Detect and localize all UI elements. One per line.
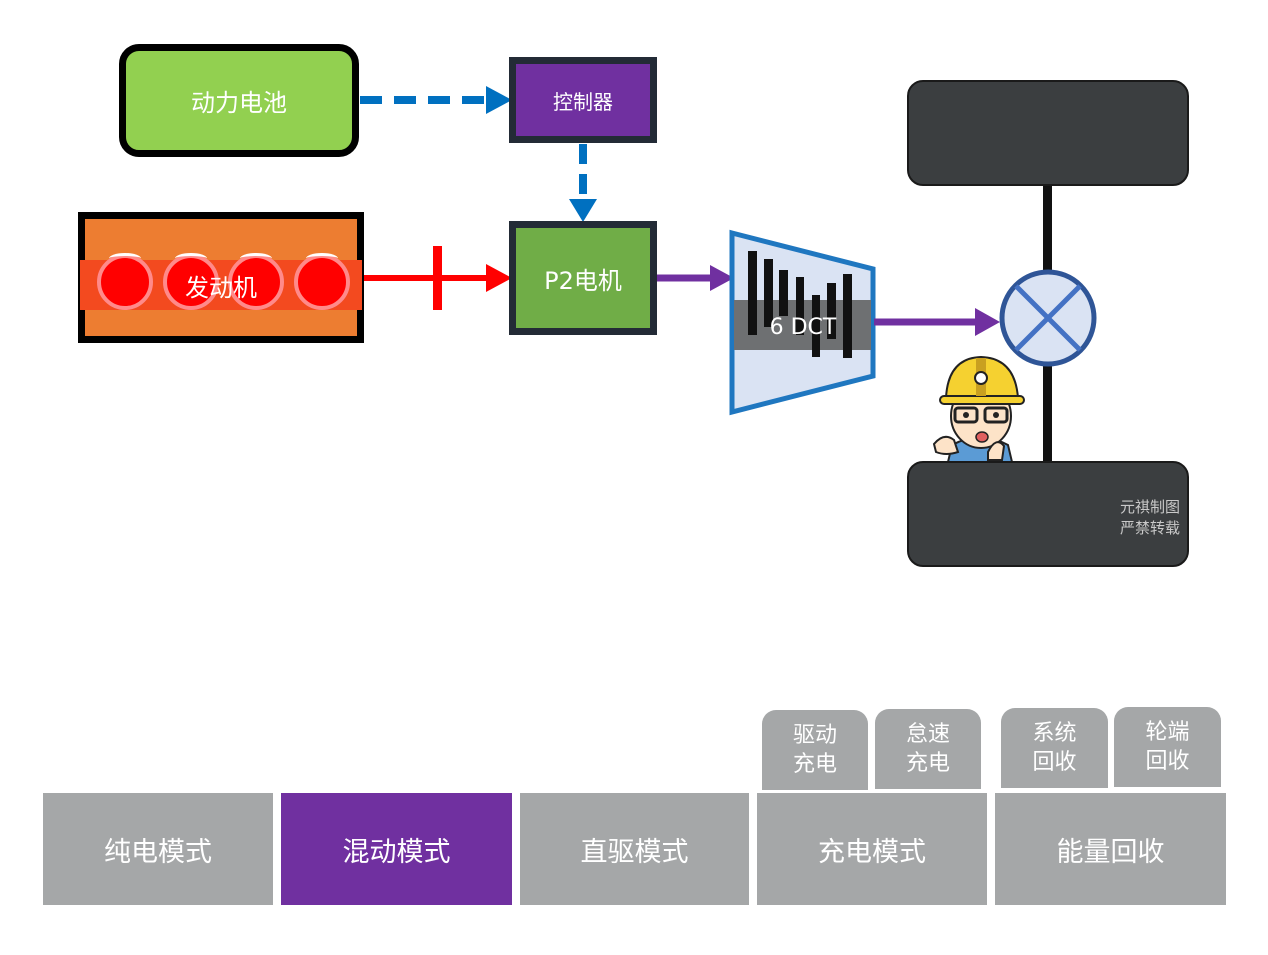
- cylinder-icon: [163, 253, 219, 310]
- watermark-line1: 元祺制图: [1119, 498, 1180, 516]
- submode-line2: 充电: [792, 752, 837, 777]
- submode-line1: 怠速: [905, 722, 950, 747]
- wheel-top: [907, 80, 1189, 186]
- cylinder-icon: [294, 253, 350, 310]
- submode-line2: 充电: [905, 751, 950, 776]
- p2-motor-label: P2电机: [544, 266, 622, 295]
- submode-line1: 系统: [1032, 721, 1077, 746]
- submode-line1: 驱动: [792, 723, 837, 748]
- mode-tab-label: 混动模式: [342, 836, 451, 868]
- engine-to-motor-arrowhead: [486, 264, 512, 292]
- submode-idle-charge[interactable]: 怠速 充电: [875, 709, 981, 789]
- submode-drive-charge[interactable]: 驱动 充电: [762, 710, 868, 790]
- battery-label: 动力电池: [191, 89, 287, 117]
- clutch-icon: [433, 246, 442, 310]
- mode-tab-energy-recovery[interactable]: 能量回收: [995, 793, 1226, 905]
- watermark: 元祺制图 严禁转载: [1090, 497, 1180, 539]
- cylinder-icon: [228, 253, 284, 310]
- wheel-bottom: [907, 461, 1189, 567]
- engine-label: 发动机: [185, 273, 257, 302]
- mode-tab-label: 充电模式: [818, 836, 926, 868]
- engine-box: 发动机: [78, 212, 364, 343]
- watermark-line2: 严禁转载: [1119, 519, 1180, 537]
- mode-tab-label: 能量回收: [1056, 836, 1165, 868]
- submode-line2: 回收: [1145, 749, 1190, 774]
- controller-label: 控制器: [553, 89, 613, 114]
- submode-wheel-recovery[interactable]: 轮端 回收: [1114, 707, 1221, 787]
- submode-line2: 回收: [1032, 750, 1077, 775]
- engineer-mascot-icon: [932, 355, 1025, 463]
- battery-to-controller-arrowhead: [486, 86, 512, 114]
- mode-tab-charging[interactable]: 充电模式: [757, 793, 987, 905]
- mode-tab-label: 纯电模式: [104, 836, 212, 868]
- controller-to-motor-arrowhead: [569, 199, 597, 222]
- p2-motor-box: P2电机: [509, 221, 657, 335]
- mode-tab-direct-drive[interactable]: 直驱模式: [520, 793, 749, 905]
- submode-system-recovery[interactable]: 系统 回收: [1001, 708, 1108, 788]
- mode-tab-pure-electric[interactable]: 纯电模式: [43, 793, 273, 905]
- motor-to-transmission-arrowhead: [710, 265, 734, 291]
- transmission-to-differential-arrowhead: [975, 308, 1000, 336]
- transmission-label: 6 DCT: [769, 314, 837, 340]
- mode-tab-label: 直驱模式: [580, 836, 689, 868]
- gear-bars-icon: [748, 251, 852, 358]
- cylinder-icon: [97, 253, 153, 310]
- differential-icon: [999, 269, 1097, 367]
- mode-tab-hybrid[interactable]: 混动模式: [281, 793, 512, 905]
- controller-box: 控制器: [509, 57, 657, 143]
- battery-box: 动力电池: [119, 44, 359, 157]
- submode-line1: 轮端: [1145, 720, 1190, 745]
